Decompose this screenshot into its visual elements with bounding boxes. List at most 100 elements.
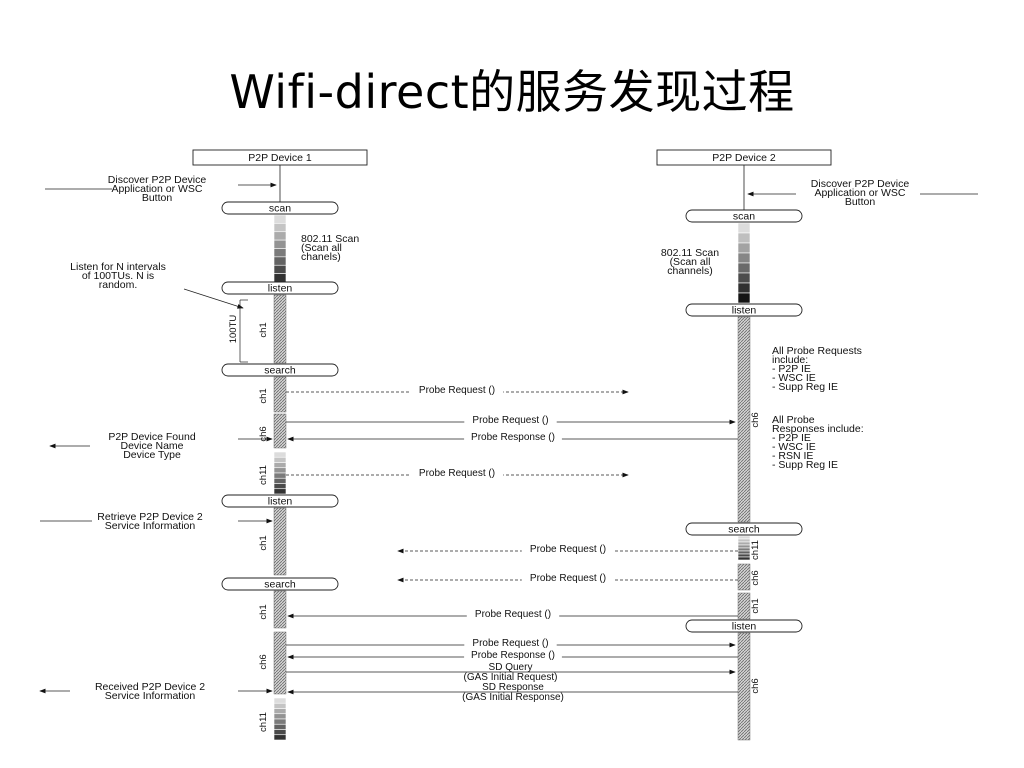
d1-scan-bar <box>273 231 287 241</box>
100tu-label: 100TU <box>228 315 239 344</box>
d2-scan-bar <box>737 292 751 304</box>
message-label: Probe Request () <box>419 385 495 396</box>
d2-listen-2-label: listen <box>732 621 757 633</box>
discover-note-d2: Button <box>845 196 876 208</box>
d1-scan-bar <box>273 223 287 233</box>
d1-listen-2-bar <box>273 507 287 576</box>
d2-probe-resp-note: - WSC IE <box>772 441 816 453</box>
d1-listen-2-label: listen <box>268 496 293 508</box>
discover-note-d1: Discover P2P Device <box>108 174 207 186</box>
channel-label: ch1 <box>258 535 269 550</box>
d1-search-2-bar-ch11 <box>273 713 287 720</box>
d2-probe-req-note: - P2P IE <box>772 363 811 375</box>
message-label: Probe Request () <box>472 638 548 649</box>
d1-search-bar-ch6 <box>273 413 287 449</box>
d1-search-bar-ch11 <box>273 467 287 474</box>
message-label-bg <box>521 573 615 582</box>
message-label-bg <box>464 415 557 424</box>
d2-search-bar-ch11 <box>737 538 751 543</box>
message-label: Probe Response () <box>471 650 555 661</box>
d2-scan-note: channels) <box>667 265 713 277</box>
d2-search-bar-ch11 <box>737 544 751 549</box>
channel-label: ch1 <box>258 322 269 337</box>
d1-scan-bar <box>273 214 287 224</box>
channel-label: ch6 <box>750 412 761 427</box>
d2-probe-req-note: All Probe Requests <box>772 345 862 357</box>
d2-scan-bar <box>737 232 751 244</box>
found-note: Device Type <box>123 449 181 461</box>
d1-search-bar-ch11 <box>273 483 287 490</box>
retrieve-note: Service Information <box>105 520 196 532</box>
channel-label: ch1 <box>258 604 269 619</box>
d1-search-2-bar-ch11 <box>273 718 287 725</box>
message-label-bg <box>466 609 560 618</box>
d1-scan-label: scan <box>269 203 291 215</box>
message-label-bg <box>410 468 504 477</box>
d1-search-bar-ch11 <box>273 472 287 479</box>
d1-listen-2-pill <box>221 494 339 508</box>
d1-search-bar-ch11 <box>273 451 287 458</box>
d2-scan-note: (Scan all <box>670 256 711 268</box>
d1-search-2-bar-ch11 <box>273 734 287 741</box>
d2-search-bar-ch11 <box>737 535 751 540</box>
discover-note-d1: Button <box>142 192 173 204</box>
message-label-bg <box>464 638 557 647</box>
d1-search-2-bar-ch11 <box>273 708 287 715</box>
d1-listen-label: listen <box>268 283 293 295</box>
d1-search-2-bar-ch6 <box>273 631 287 695</box>
d1-search-bar-ch11 <box>273 462 287 469</box>
d1-listen-note: random. <box>99 279 138 291</box>
d2-scan-note: 802.11 Scan <box>661 247 719 259</box>
d2-search-bar-ch11 <box>737 556 751 561</box>
d2-scan-bar <box>737 252 751 264</box>
message-label-bg <box>521 544 615 553</box>
d1-search-2-bar-ch11 <box>273 729 287 736</box>
message-label: (GAS Initial Request) <box>464 672 558 683</box>
d1-search-2-bar-ch11 <box>273 697 287 704</box>
found-note: P2P Device Found <box>108 431 196 443</box>
channel-label: ch6 <box>750 678 761 693</box>
d2-probe-resp-note: All Probe <box>772 414 815 426</box>
d2-probe-req-note: - Supp Reg IE <box>772 381 838 393</box>
channel-label: ch1 <box>750 598 761 613</box>
d2-scan-pill <box>685 209 803 223</box>
slide-title: Wifi-direct的服务发现过程 <box>229 65 795 119</box>
d1-scan-pill <box>221 201 339 215</box>
channel-label: ch1 <box>258 388 269 403</box>
message-label-bg <box>464 432 562 441</box>
d1-search-2-pill <box>221 577 339 591</box>
d2-scan-bar <box>737 222 751 234</box>
d2-probe-resp-note: - Supp Reg IE <box>772 459 838 471</box>
d2-search-bar-ch11 <box>737 547 751 552</box>
d2-search-bar-ch11 <box>737 550 751 555</box>
message-label: (GAS Initial Response) <box>462 692 564 703</box>
d2-probe-resp-note: - RSN IE <box>772 450 813 462</box>
d2-scan-bar <box>737 282 751 294</box>
d1-scan-note: 802.11 Scan <box>301 233 359 245</box>
d2-search-label: search <box>728 524 760 536</box>
message-label: Probe Request () <box>475 609 551 620</box>
message-label: Probe Request () <box>472 415 548 426</box>
found-note: Device Name <box>120 440 183 452</box>
message-label: Probe Request () <box>419 468 495 479</box>
d1-search-2-bar-ch11 <box>273 723 287 730</box>
received-note: Received P2P Device 2 <box>95 681 205 693</box>
device-1-label: P2P Device 1 <box>248 152 312 164</box>
message-label: Probe Request () <box>530 544 606 555</box>
device-2-label: P2P Device 2 <box>712 152 776 164</box>
d1-search-bar-ch11 <box>273 488 287 495</box>
d1-scan-bar <box>273 273 287 283</box>
message-label: SD Response <box>482 682 544 693</box>
d2-probe-req-note: - WSC IE <box>772 372 816 384</box>
message-label: SD Query <box>489 662 533 673</box>
d1-search-2-bar-ch1 <box>273 590 287 629</box>
d2-scan-bar <box>737 272 751 284</box>
d2-search-bar-ch1 <box>737 592 751 620</box>
d1-search-label: search <box>264 365 296 377</box>
d2-probe-resp-note: - P2P IE <box>772 432 811 444</box>
d1-search-2-bar-ch11 <box>273 702 287 709</box>
d2-probe-req-note: include: <box>772 354 808 366</box>
d2-listen-pill <box>685 303 803 317</box>
d1-scan-note: (Scan all <box>301 242 342 254</box>
discover-note-d2: Discover P2P Device <box>811 178 910 190</box>
